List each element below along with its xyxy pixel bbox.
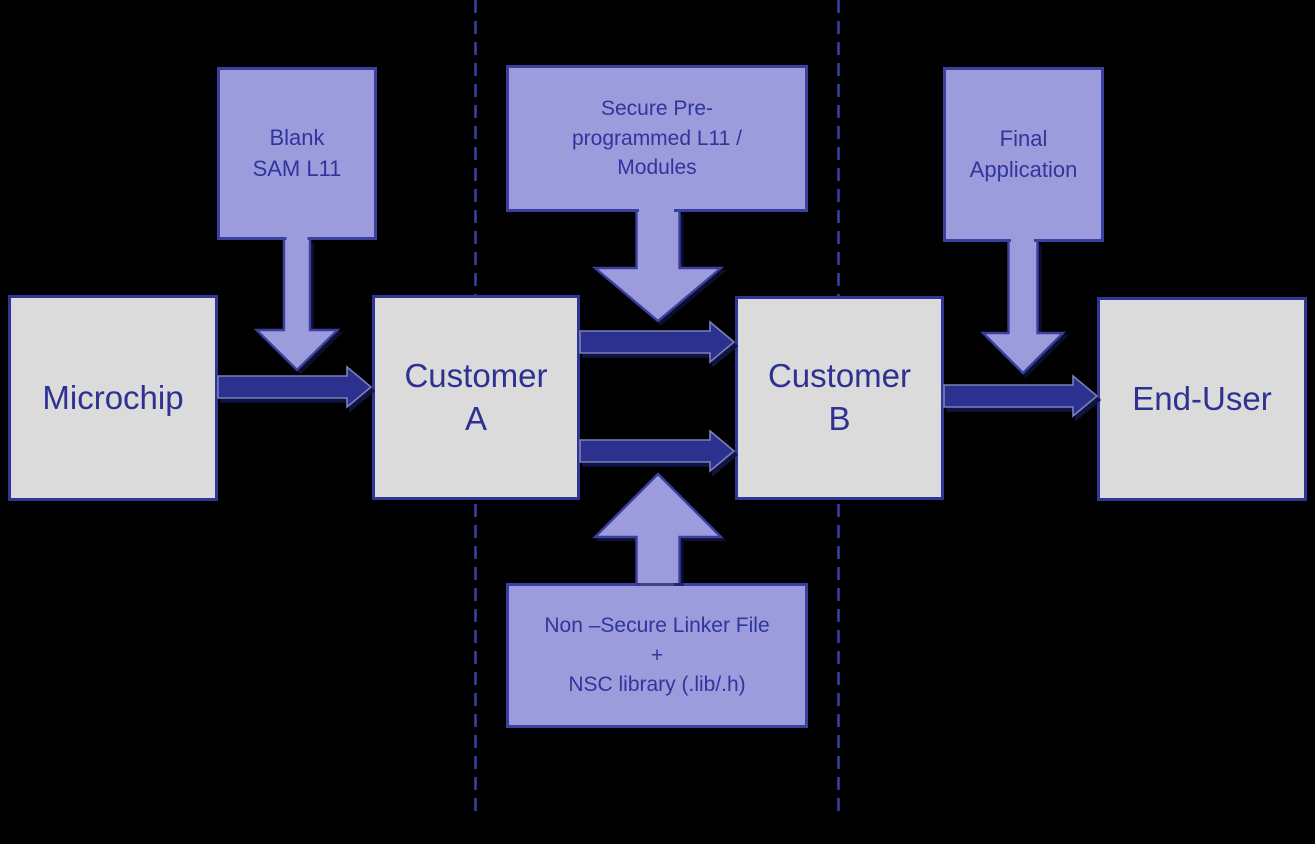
nsc-library-label: Non –Secure Linker File + NSC library (.… bbox=[544, 614, 770, 697]
customer-a-box: Customer A bbox=[372, 295, 580, 500]
end-user-box: End-User bbox=[1097, 297, 1307, 501]
blank-sam-l11-box: Blank SAM L11 bbox=[217, 67, 377, 240]
microchip-box: Microchip bbox=[8, 295, 218, 501]
customer-b-label: Customer B bbox=[767, 357, 912, 437]
customer-a-label: Customer A bbox=[404, 356, 548, 437]
customer-b-box: Customer B bbox=[735, 296, 944, 500]
end-user-label: End-User bbox=[1132, 379, 1272, 417]
secure-preprogrammed-box: Secure Pre- programmed L11 / Modules bbox=[506, 65, 808, 212]
nsc-library-box: Non –Secure Linker File + NSC library (.… bbox=[506, 583, 808, 728]
secure-preprogrammed-label: Secure Pre- programmed L11 / Modules bbox=[571, 97, 743, 180]
microchip-label: Microchip bbox=[42, 378, 184, 416]
blank-sam-l11-label: Blank SAM L11 bbox=[252, 125, 342, 181]
final-application-label: Final Application bbox=[969, 126, 1078, 182]
final-application-box: Final Application bbox=[943, 67, 1104, 242]
